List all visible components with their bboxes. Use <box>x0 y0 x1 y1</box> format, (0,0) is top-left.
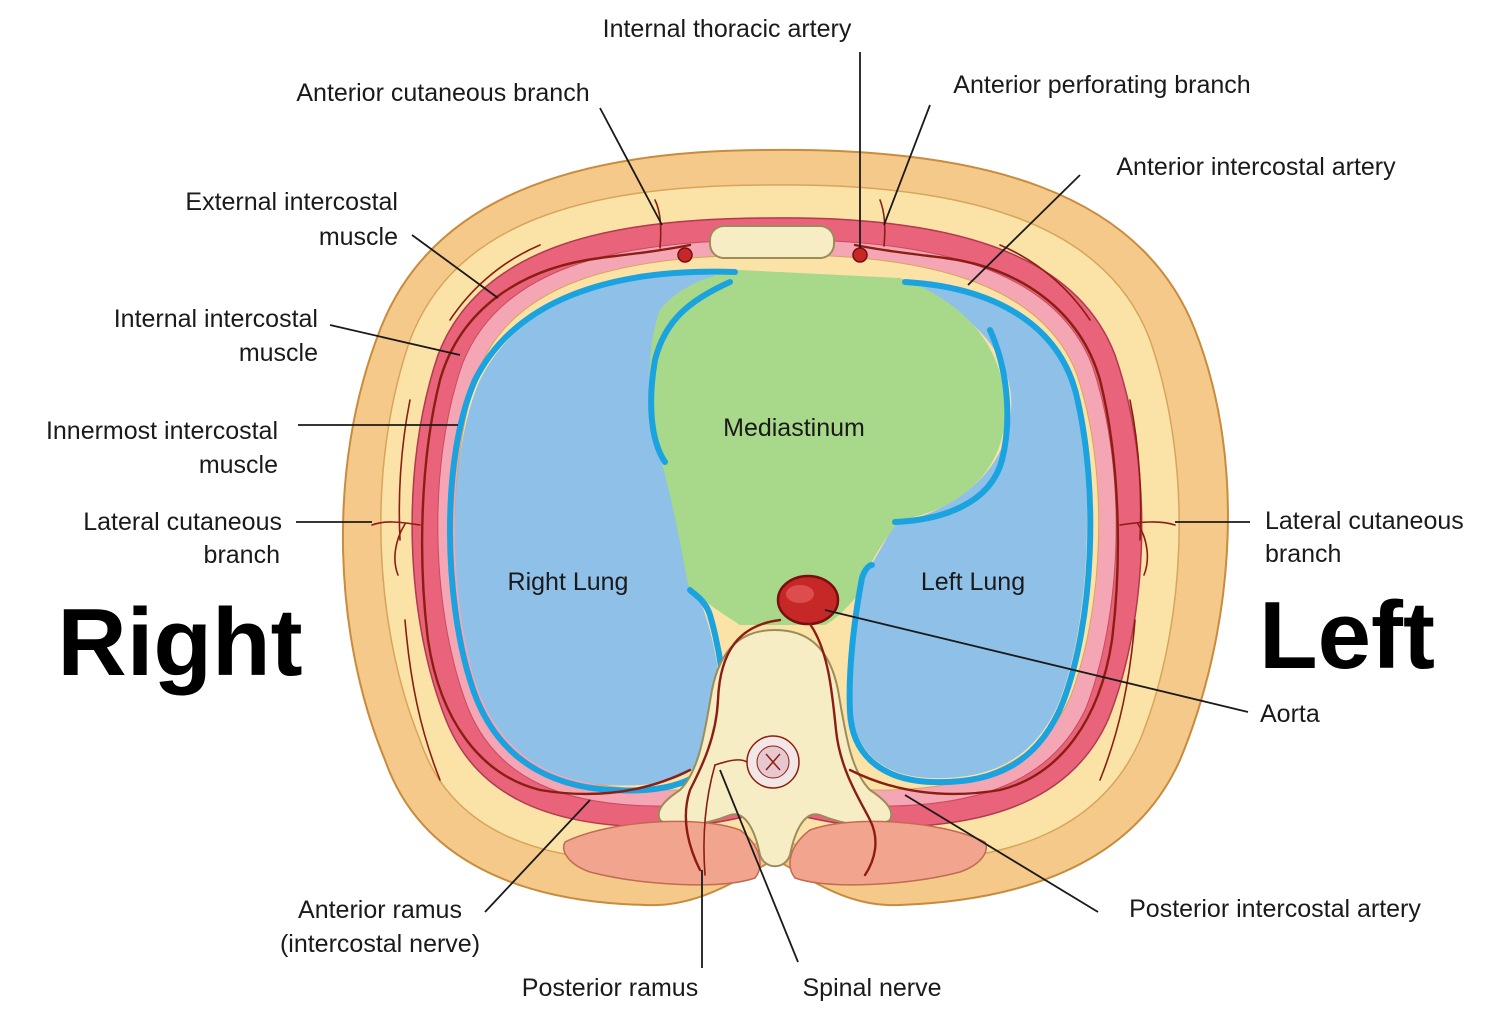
right-lateral-cutaneous-nerve <box>371 521 421 576</box>
label-anterior-ramus-line1: Anterior ramus <box>298 896 462 924</box>
nerves-and-vessels <box>371 199 1176 877</box>
left-intercostal-nerve <box>848 243 1120 796</box>
label-anterior-ramus-line2: (intercostal nerve) <box>280 930 480 958</box>
label-right-lung: Right Lung <box>508 568 629 596</box>
left-parietal-pleura <box>846 279 1094 786</box>
leader-spinal-nerve <box>719 769 799 963</box>
leader-lines <box>296 52 1250 968</box>
label-internal-intercostal-line1: Internal intercostal <box>114 305 318 333</box>
label-internal-thoracic-artery: Internal thoracic artery <box>603 15 852 43</box>
left-posterior-intercostal-artery <box>808 622 877 877</box>
label-lateral-cutaneous-left-line2: branch <box>1265 540 1341 568</box>
label-posterior-ramus: Posterior ramus <box>522 974 698 1002</box>
side-label-right: Right <box>57 589 302 696</box>
labels: Internal thoracic artery Anterior cutane… <box>46 15 1464 1002</box>
label-anterior-intercostal-artery: Anterior intercostal artery <box>1116 153 1396 181</box>
leader-posterior-intercostal-artery <box>904 794 1099 913</box>
label-anterior-perforating-branch: Anterior perforating branch <box>953 71 1250 99</box>
right-visceral-pleura <box>648 279 733 465</box>
label-external-intercostal-line2: muscle <box>319 223 398 251</box>
spinal-cord-grey-matter <box>765 753 781 771</box>
left-lung <box>851 282 1087 779</box>
label-anterior-cutaneous-branch: Anterior cutaneous branch <box>296 79 589 107</box>
leader-external-intercostal <box>411 234 499 299</box>
left-internal-thoracic-artery <box>852 247 868 263</box>
right-subcutaneous-vessel <box>398 244 541 781</box>
anterior-cutaneous-nerve <box>654 199 662 249</box>
label-innermost-intercostal-line1: Innermost intercostal <box>46 417 278 445</box>
left-back-muscle <box>789 820 987 886</box>
left-visceral-pleura <box>892 327 1011 525</box>
label-lateral-cutaneous-right-line1: Lateral cutaneous <box>83 508 282 536</box>
leader-anterior-perforating-branch <box>883 104 931 226</box>
left-subcutaneous-vessel <box>999 244 1142 781</box>
right-lung <box>455 274 725 786</box>
label-aorta: Aorta <box>1260 700 1320 728</box>
leader-anterior-ramus <box>484 799 591 913</box>
posterior-ramus-nerve <box>703 764 716 876</box>
right-intercostal-nerve <box>420 243 692 796</box>
label-lateral-cutaneous-left-line1: Lateral cutaneous <box>1265 507 1464 535</box>
label-mediastinum: Mediastinum <box>723 414 865 442</box>
aorta-lumen-highlight <box>786 585 814 603</box>
label-innermost-intercostal-line2: muscle <box>199 451 278 479</box>
side-label-left: Left <box>1259 582 1435 689</box>
leader-aorta <box>824 609 1249 713</box>
label-internal-intercostal-line2: muscle <box>239 339 318 367</box>
label-posterior-intercostal-artery: Posterior intercostal artery <box>1129 895 1421 923</box>
leader-anterior-cutaneous-branch <box>599 107 663 226</box>
spinal-nerve-root <box>714 759 748 766</box>
leader-internal-intercostal <box>329 324 461 356</box>
right-internal-thoracic-artery <box>677 247 693 263</box>
anterior-perforating-branch-vessel <box>879 199 886 247</box>
mediastinum <box>649 270 1006 625</box>
label-left-lung: Left Lung <box>921 568 1025 596</box>
sternum <box>709 225 835 259</box>
leader-anterior-intercostal-artery <box>967 174 1081 286</box>
label-spinal-nerve: Spinal nerve <box>803 974 942 1002</box>
label-lateral-cutaneous-right-line2: branch <box>204 541 280 569</box>
label-external-intercostal-line1: External intercostal <box>185 188 398 216</box>
right-posterior-intercostal-artery <box>684 618 782 872</box>
right-back-muscle <box>563 820 761 886</box>
